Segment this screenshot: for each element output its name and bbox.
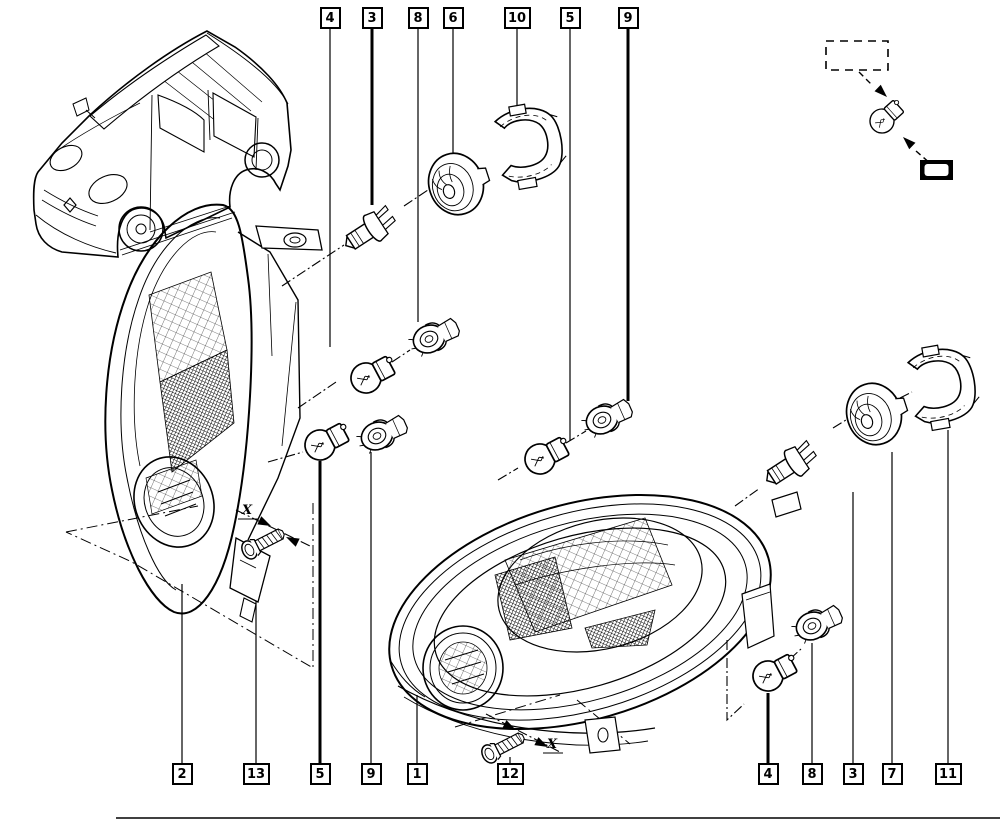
insertion-axis-lines	[235, 189, 913, 753]
callout-5[interactable]: 5	[309, 763, 331, 785]
van-illustration	[32, 30, 292, 258]
headlamp-rear-view-icon	[104, 203, 323, 623]
component-icons	[238, 97, 985, 767]
pear-bulb-icon	[518, 430, 576, 481]
callout-3[interactable]: 3	[842, 763, 864, 785]
leader-lines: XX	[181, 29, 949, 763]
direction-arrows	[257, 516, 551, 752]
callout-8[interactable]: 8	[801, 763, 823, 785]
halogen-bulb-icon	[336, 202, 401, 259]
bulb-replacement-legend	[825, 40, 953, 180]
bulb-socket-icon	[787, 599, 847, 648]
callout-11[interactable]: 11	[934, 763, 962, 785]
callout-9[interactable]: 9	[617, 7, 639, 29]
bulb-socket-icon	[352, 409, 412, 458]
insertion-axis-x-label: X	[546, 737, 558, 752]
retaining-cover-icon	[903, 338, 985, 434]
callout-5[interactable]: 5	[559, 7, 581, 29]
rubber-cap-icon	[837, 373, 916, 453]
callout-4[interactable]: 4	[757, 763, 779, 785]
replacement-bulb-icon	[864, 94, 910, 139]
callout-8[interactable]: 8	[407, 7, 429, 29]
callout-4[interactable]: 4	[319, 7, 341, 29]
callout-7[interactable]: 7	[881, 763, 903, 785]
callout-10[interactable]: 10	[503, 7, 531, 29]
callout-6[interactable]: 6	[442, 7, 464, 29]
discard-part-box-icon	[920, 160, 953, 180]
callout-12[interactable]: 12	[496, 763, 524, 785]
arrow-icon	[257, 516, 273, 531]
pear-bulb-icon	[344, 349, 402, 400]
rubber-cap-icon	[419, 143, 498, 223]
callout-13[interactable]: 13	[242, 763, 270, 785]
arrow-icon	[899, 133, 916, 150]
callout-9[interactable]: 9	[360, 763, 382, 785]
arrow-icon	[874, 84, 891, 101]
screw-icon	[478, 727, 529, 767]
retaining-cover-icon	[490, 97, 572, 193]
headlamp-front-view-icon	[388, 491, 802, 754]
callout-1[interactable]: 1	[406, 763, 428, 785]
halogen-bulb-icon	[757, 437, 822, 494]
callout-3[interactable]: 3	[361, 7, 383, 29]
callout-2[interactable]: 2	[171, 763, 193, 785]
reference-plane-outlines	[65, 503, 631, 745]
bulb-socket-icon	[404, 312, 464, 361]
insertion-axis-x-label: X	[241, 503, 253, 518]
dashed-new-part-box-icon	[825, 40, 889, 71]
bulb-socket-icon	[577, 393, 637, 442]
pear-bulb-icon	[298, 416, 356, 467]
